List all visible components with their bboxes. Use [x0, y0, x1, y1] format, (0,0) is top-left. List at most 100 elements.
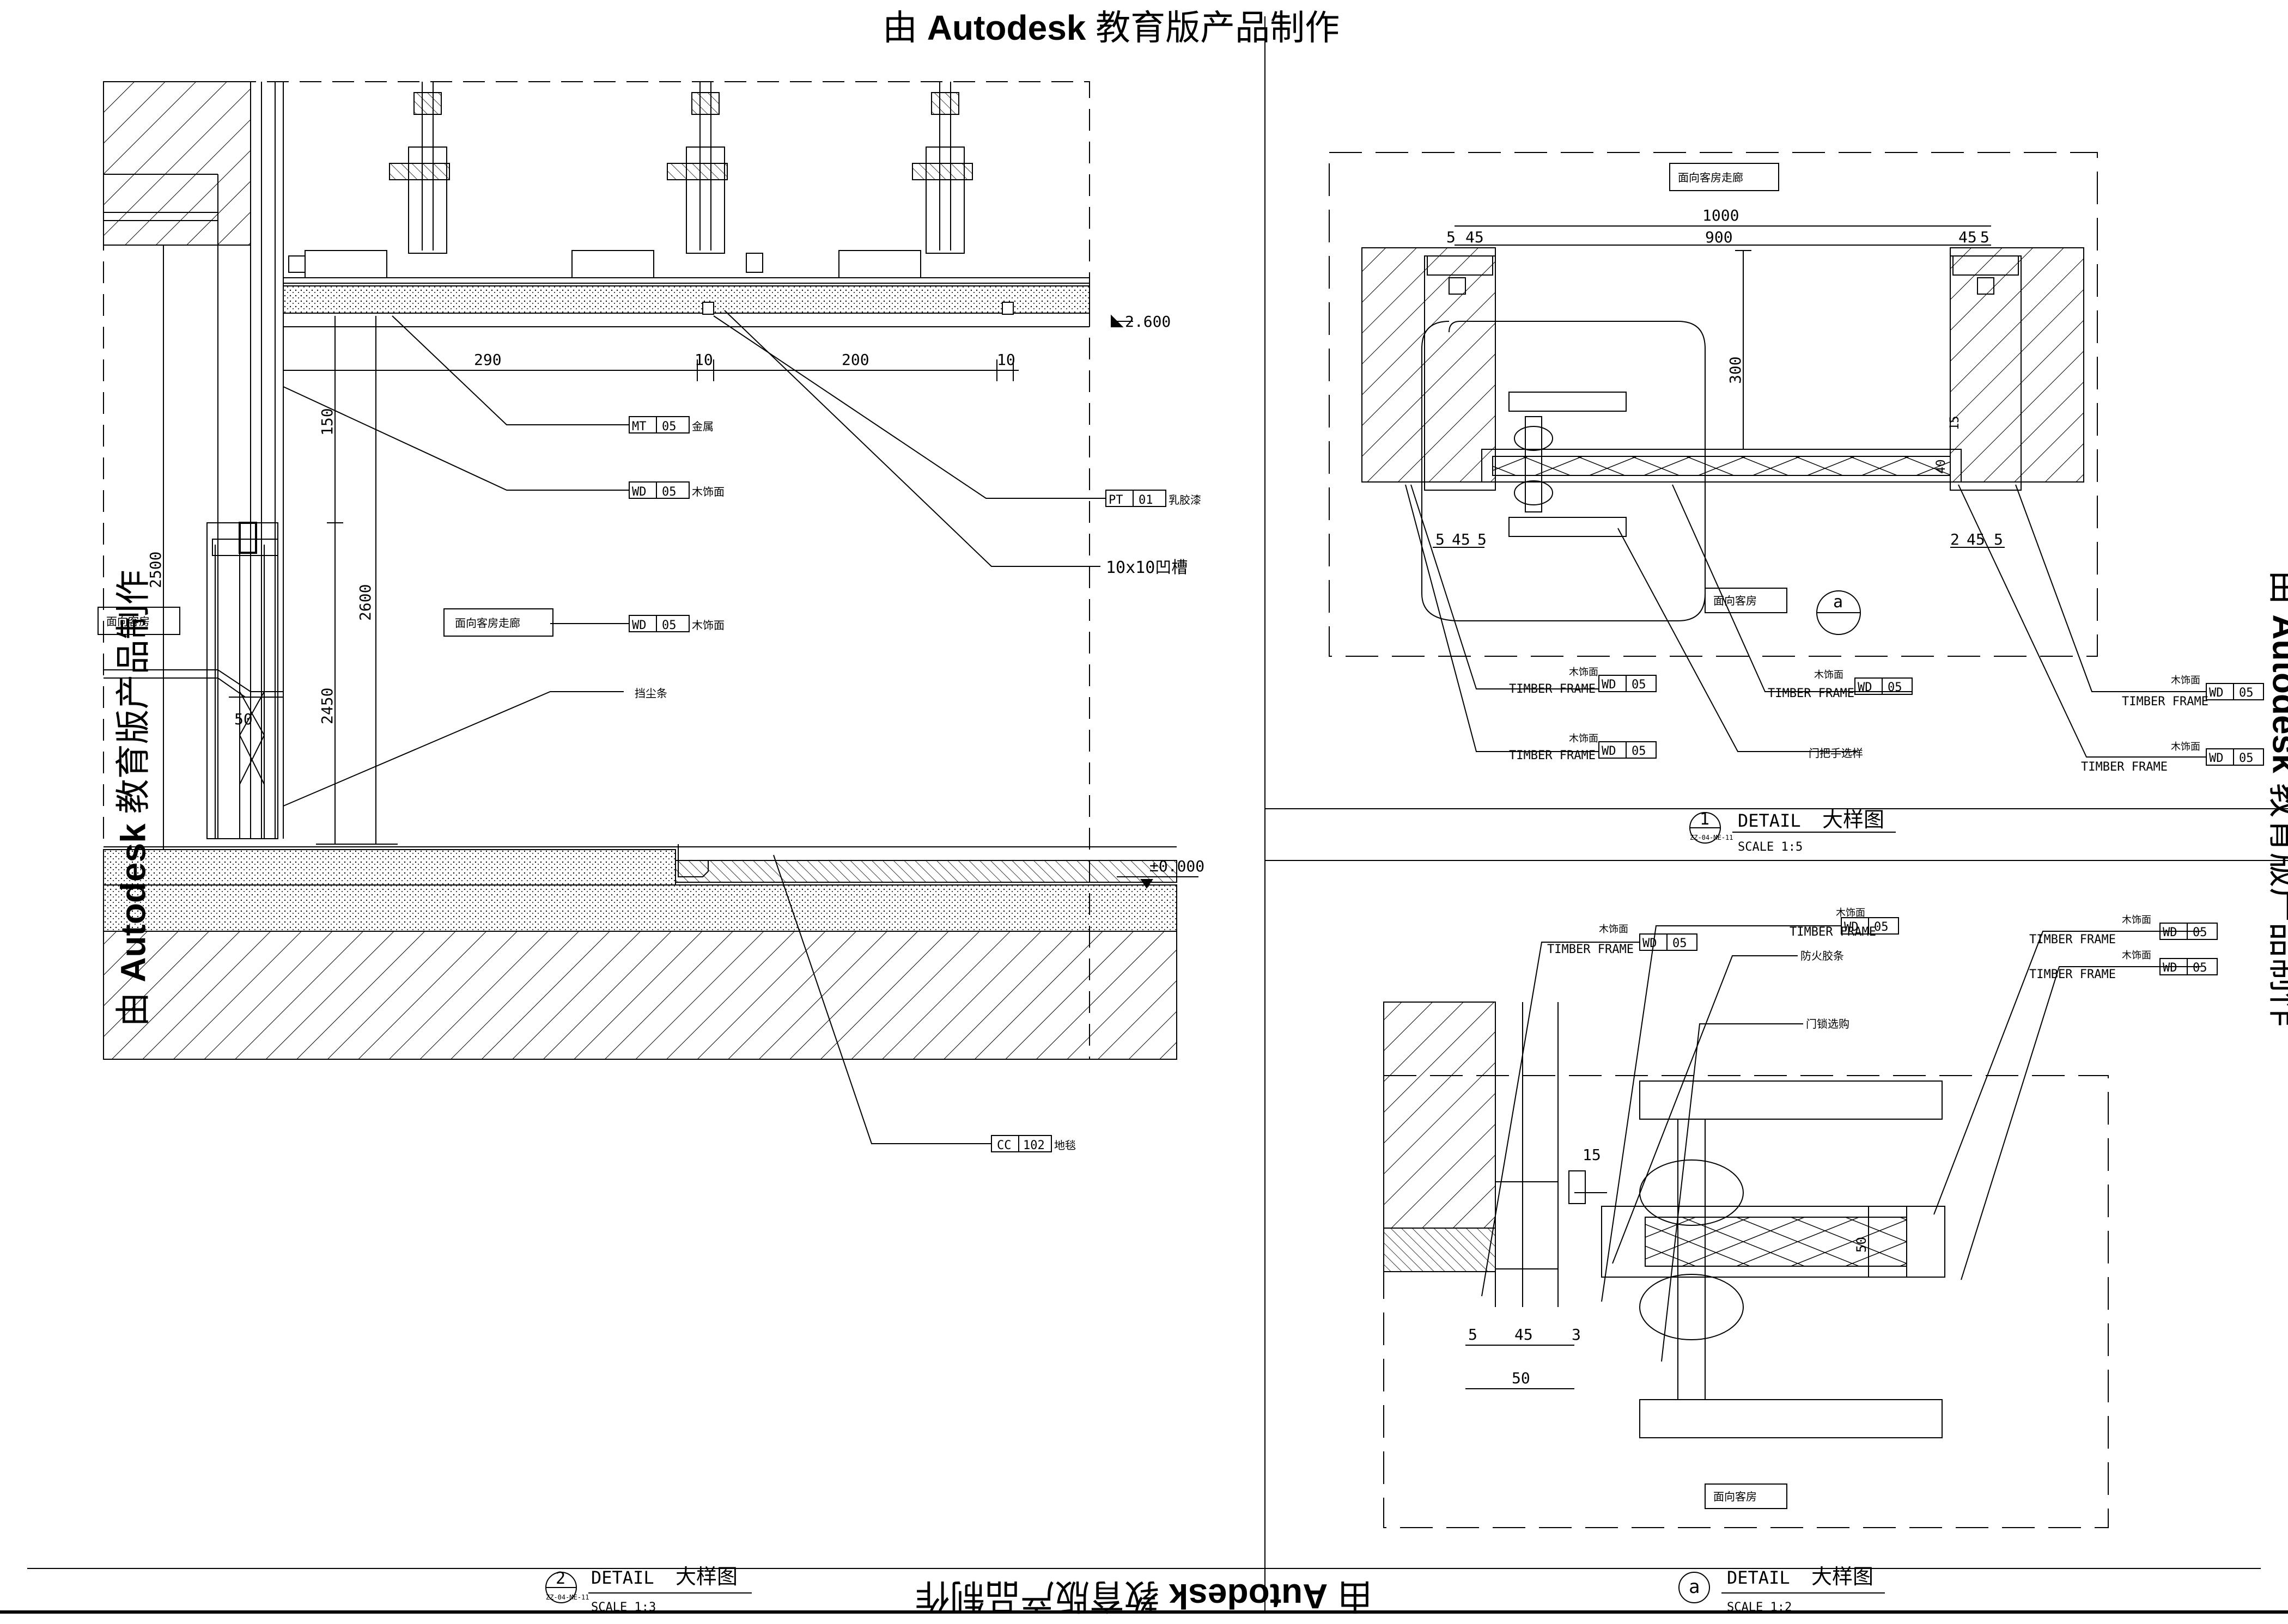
dim-15: 15 — [1948, 416, 1962, 431]
tag3-cn: 木饰面 — [1814, 669, 1843, 681]
tag-wd-a-desc: 木饰面 — [692, 485, 725, 498]
room-label-corridor: 面向客房走廊 — [1678, 171, 1743, 184]
dim-10b: 10 — [997, 351, 1015, 369]
dim-900: 900 — [1705, 228, 1733, 246]
watermark-prefix: 由 — [2266, 570, 2288, 614]
title-num: 1 — [1700, 810, 1709, 829]
dim-45r: 45 — [1958, 228, 1977, 246]
title-num: a — [1689, 1576, 1700, 1598]
title-cn: 大样图 — [1822, 808, 1884, 832]
dim-290: 290 — [474, 351, 502, 369]
tag2-en: TIMBER FRAME — [1509, 749, 1596, 762]
tag-pt-code: PT — [1109, 493, 1123, 507]
title-scale: SCALE 1:3 — [591, 1601, 656, 1614]
level-floor: ±0.000 — [1149, 857, 1204, 875]
tag4-code: WD — [2163, 961, 2177, 975]
level-ceiling: 2.600 — [1125, 313, 1171, 331]
dim-b5c: 5 — [1994, 530, 2003, 548]
handle-label: 门把手选样 — [1809, 747, 1863, 760]
watermark-brand: Autodesk — [113, 823, 153, 982]
title-num: 2 — [556, 1569, 565, 1588]
dim-2600: 2600 — [356, 584, 374, 621]
tag4-num: 05 — [2239, 686, 2254, 700]
tag4-en: TIMBER FRAME — [2122, 695, 2208, 709]
watermark-top: 由 Autodesk 教育版产品制作 — [883, 0, 1340, 50]
title-cn: 大样图 — [1811, 1565, 1873, 1589]
title-scale: SCALE 1:2 — [1727, 1601, 1792, 1614]
tag5-en: TIMBER FRAME — [2081, 760, 2168, 774]
tag3-code: WD — [2163, 926, 2177, 939]
dim-200: 200 — [842, 351, 869, 369]
dim-40: 40 — [1934, 460, 1948, 474]
tag-mt-num: 05 — [662, 420, 677, 434]
tag2-cn: 木饰面 — [1569, 733, 1598, 744]
tag-wd-a-num: 05 — [662, 485, 677, 499]
tag3-en: TIMBER FRAME — [2029, 933, 2116, 947]
tag4-en: TIMBER FRAME — [2029, 968, 2116, 981]
tag-cc-num: 102 — [1023, 1139, 1045, 1152]
dim-b45a: 45 — [1452, 530, 1470, 548]
title-label: DETAIL — [591, 1567, 654, 1588]
tag1-code: WD — [1602, 678, 1616, 692]
dim-15: 15 — [1583, 1146, 1601, 1164]
watermark-brand: Autodesk — [2265, 614, 2288, 773]
tag-cc-desc: 地毯 — [1054, 1139, 1076, 1152]
dim-5r: 5 — [1980, 228, 1989, 246]
tag-wd-b-num: 05 — [662, 619, 677, 632]
tag2-en: TIMBER FRAME — [1547, 943, 1634, 956]
tag-mt-desc: 金属 — [692, 420, 714, 433]
tag1-num: 05 — [1874, 920, 1889, 934]
dim-5: 5 — [1468, 1326, 1477, 1344]
top-right-detail-geometry — [1329, 152, 2264, 844]
tag2-cn: 木饰面 — [1599, 924, 1628, 935]
watermark-right: 由 Autodesk 教育版产品制作 — [2263, 570, 2288, 1027]
tag-cc-code: CC — [997, 1139, 1012, 1152]
tag1-cn: 木饰面 — [1836, 907, 1865, 919]
watermark-bottom: 由 Autodesk 教育版产品制作 — [915, 1574, 1372, 1624]
dim-3: 3 — [1572, 1326, 1581, 1344]
watermark-prefix: 由 — [113, 982, 153, 1027]
tag1-en: TIMBER FRAME — [1790, 925, 1876, 939]
tag-groove: 10x10凹槽 — [1106, 558, 1188, 577]
dim-5l: 5 — [1446, 228, 1456, 246]
tag3-num: 05 — [1888, 681, 1902, 694]
title-cn: 大样图 — [676, 1565, 738, 1589]
tag1-cn: 木饰面 — [1569, 667, 1598, 678]
watermark-prefix: 由 — [1328, 1577, 1373, 1616]
watermark-suffix: 教育版产品制作 — [2265, 783, 2288, 1027]
room-label-left: 面向客房 — [106, 615, 150, 628]
bottom-right-detail-text: 木饰面 TIMBER FRAME WD 05 木饰面 TIMBER FRAME … — [1468, 907, 2207, 1614]
dim-b2: 2 — [1950, 530, 1960, 548]
watermark-suffix: 教育版产品制作 — [113, 570, 153, 824]
title-ref: ZZ-04-ME-11 — [1690, 834, 1733, 841]
tag4-cn: 木饰面 — [2122, 950, 2151, 961]
left-detail-text: 290 10 200 10 150 2500 2600 2450 50 2.60… — [106, 313, 1204, 1614]
tag2-code: WD — [1642, 937, 1657, 950]
dim-2500: 2500 — [147, 552, 165, 588]
title-ref: ZZ-04-ME-11 — [546, 1594, 589, 1601]
tag3-en: TIMBER FRAME — [1768, 687, 1854, 700]
dim-b45b: 45 — [1967, 530, 1985, 548]
dim-50: 50 — [1512, 1369, 1530, 1387]
bottom-right-detail-geometry — [1383, 917, 2218, 1603]
dim-2450: 2450 — [318, 688, 336, 724]
lock-label: 门锁选购 — [1806, 1017, 1849, 1030]
dim-300: 300 — [1726, 356, 1744, 384]
title-label: DETAIL — [1738, 810, 1801, 831]
tag3-num: 05 — [2193, 926, 2207, 939]
tag2-num: 05 — [1672, 937, 1687, 950]
tag5-code: WD — [2209, 752, 2224, 765]
tag5-cn: 木饰面 — [2171, 741, 2200, 753]
dim-1000: 1000 — [1702, 206, 1739, 224]
room-label-guest: 面向客房 — [1713, 594, 1757, 607]
tag3-code: WD — [1858, 681, 1872, 694]
tag4-code: WD — [2209, 686, 2224, 700]
tag2-num: 05 — [1632, 744, 1646, 758]
title-scale: SCALE 1:5 — [1738, 840, 1803, 854]
tag4-num: 05 — [2193, 961, 2207, 975]
watermark-left: 由 Autodesk 教育版产品制作 — [106, 570, 156, 1027]
tag1-num: 05 — [1632, 678, 1646, 692]
dim-50: 50 — [234, 710, 253, 728]
watermark-prefix: 由 — [883, 8, 927, 47]
